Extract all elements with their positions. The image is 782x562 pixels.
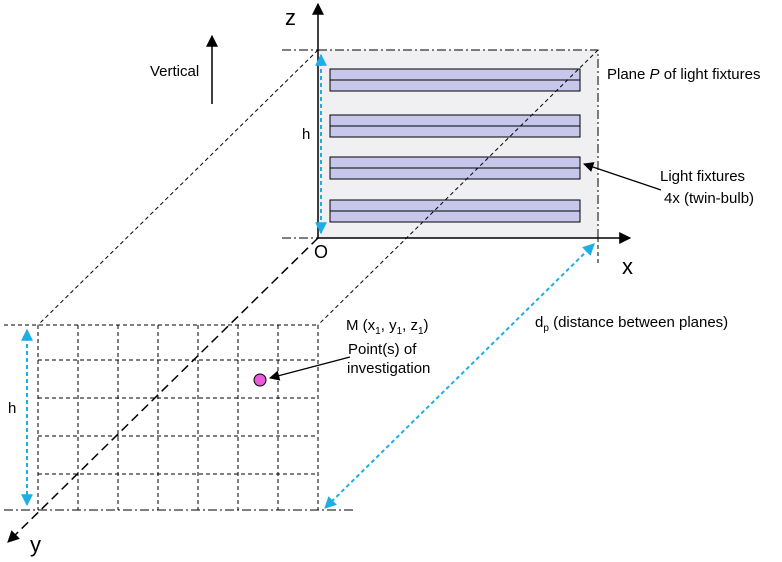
height-label-lower: h xyxy=(8,400,16,417)
light-fixtures xyxy=(329,68,581,223)
connector-top-right xyxy=(317,49,599,326)
x-axis-label: x xyxy=(622,254,633,279)
distance-label: dp (distance between planes) xyxy=(535,314,728,334)
fixture-label-line2: 4x (twin-bulb) xyxy=(664,190,754,207)
light-fixture xyxy=(329,68,581,92)
point-coordinates: M (x1, y1, z1) xyxy=(346,317,429,337)
origin-label: O xyxy=(314,242,328,262)
measurement-grid xyxy=(4,324,319,510)
height-label-upper: h xyxy=(302,126,310,143)
fixture-label-line1: Light fixtures xyxy=(660,168,745,185)
light-fixture xyxy=(329,156,581,180)
plane-label: Plane P of light fixtures xyxy=(607,66,760,83)
point-label-line3: investigation xyxy=(347,360,430,377)
vertical-label: Vertical xyxy=(150,63,199,80)
light-fixture xyxy=(329,114,581,138)
light-fixture xyxy=(329,199,581,223)
y-axis xyxy=(7,237,319,543)
fixture-callout-arrow xyxy=(583,162,662,191)
point-callout-arrow xyxy=(268,356,351,381)
connector-top-left xyxy=(37,49,319,326)
investigation-point xyxy=(253,373,267,387)
point-label-line2: Point(s) of xyxy=(348,341,417,358)
y-axis-label: y xyxy=(30,532,41,557)
z-axis-label: z xyxy=(285,5,296,30)
